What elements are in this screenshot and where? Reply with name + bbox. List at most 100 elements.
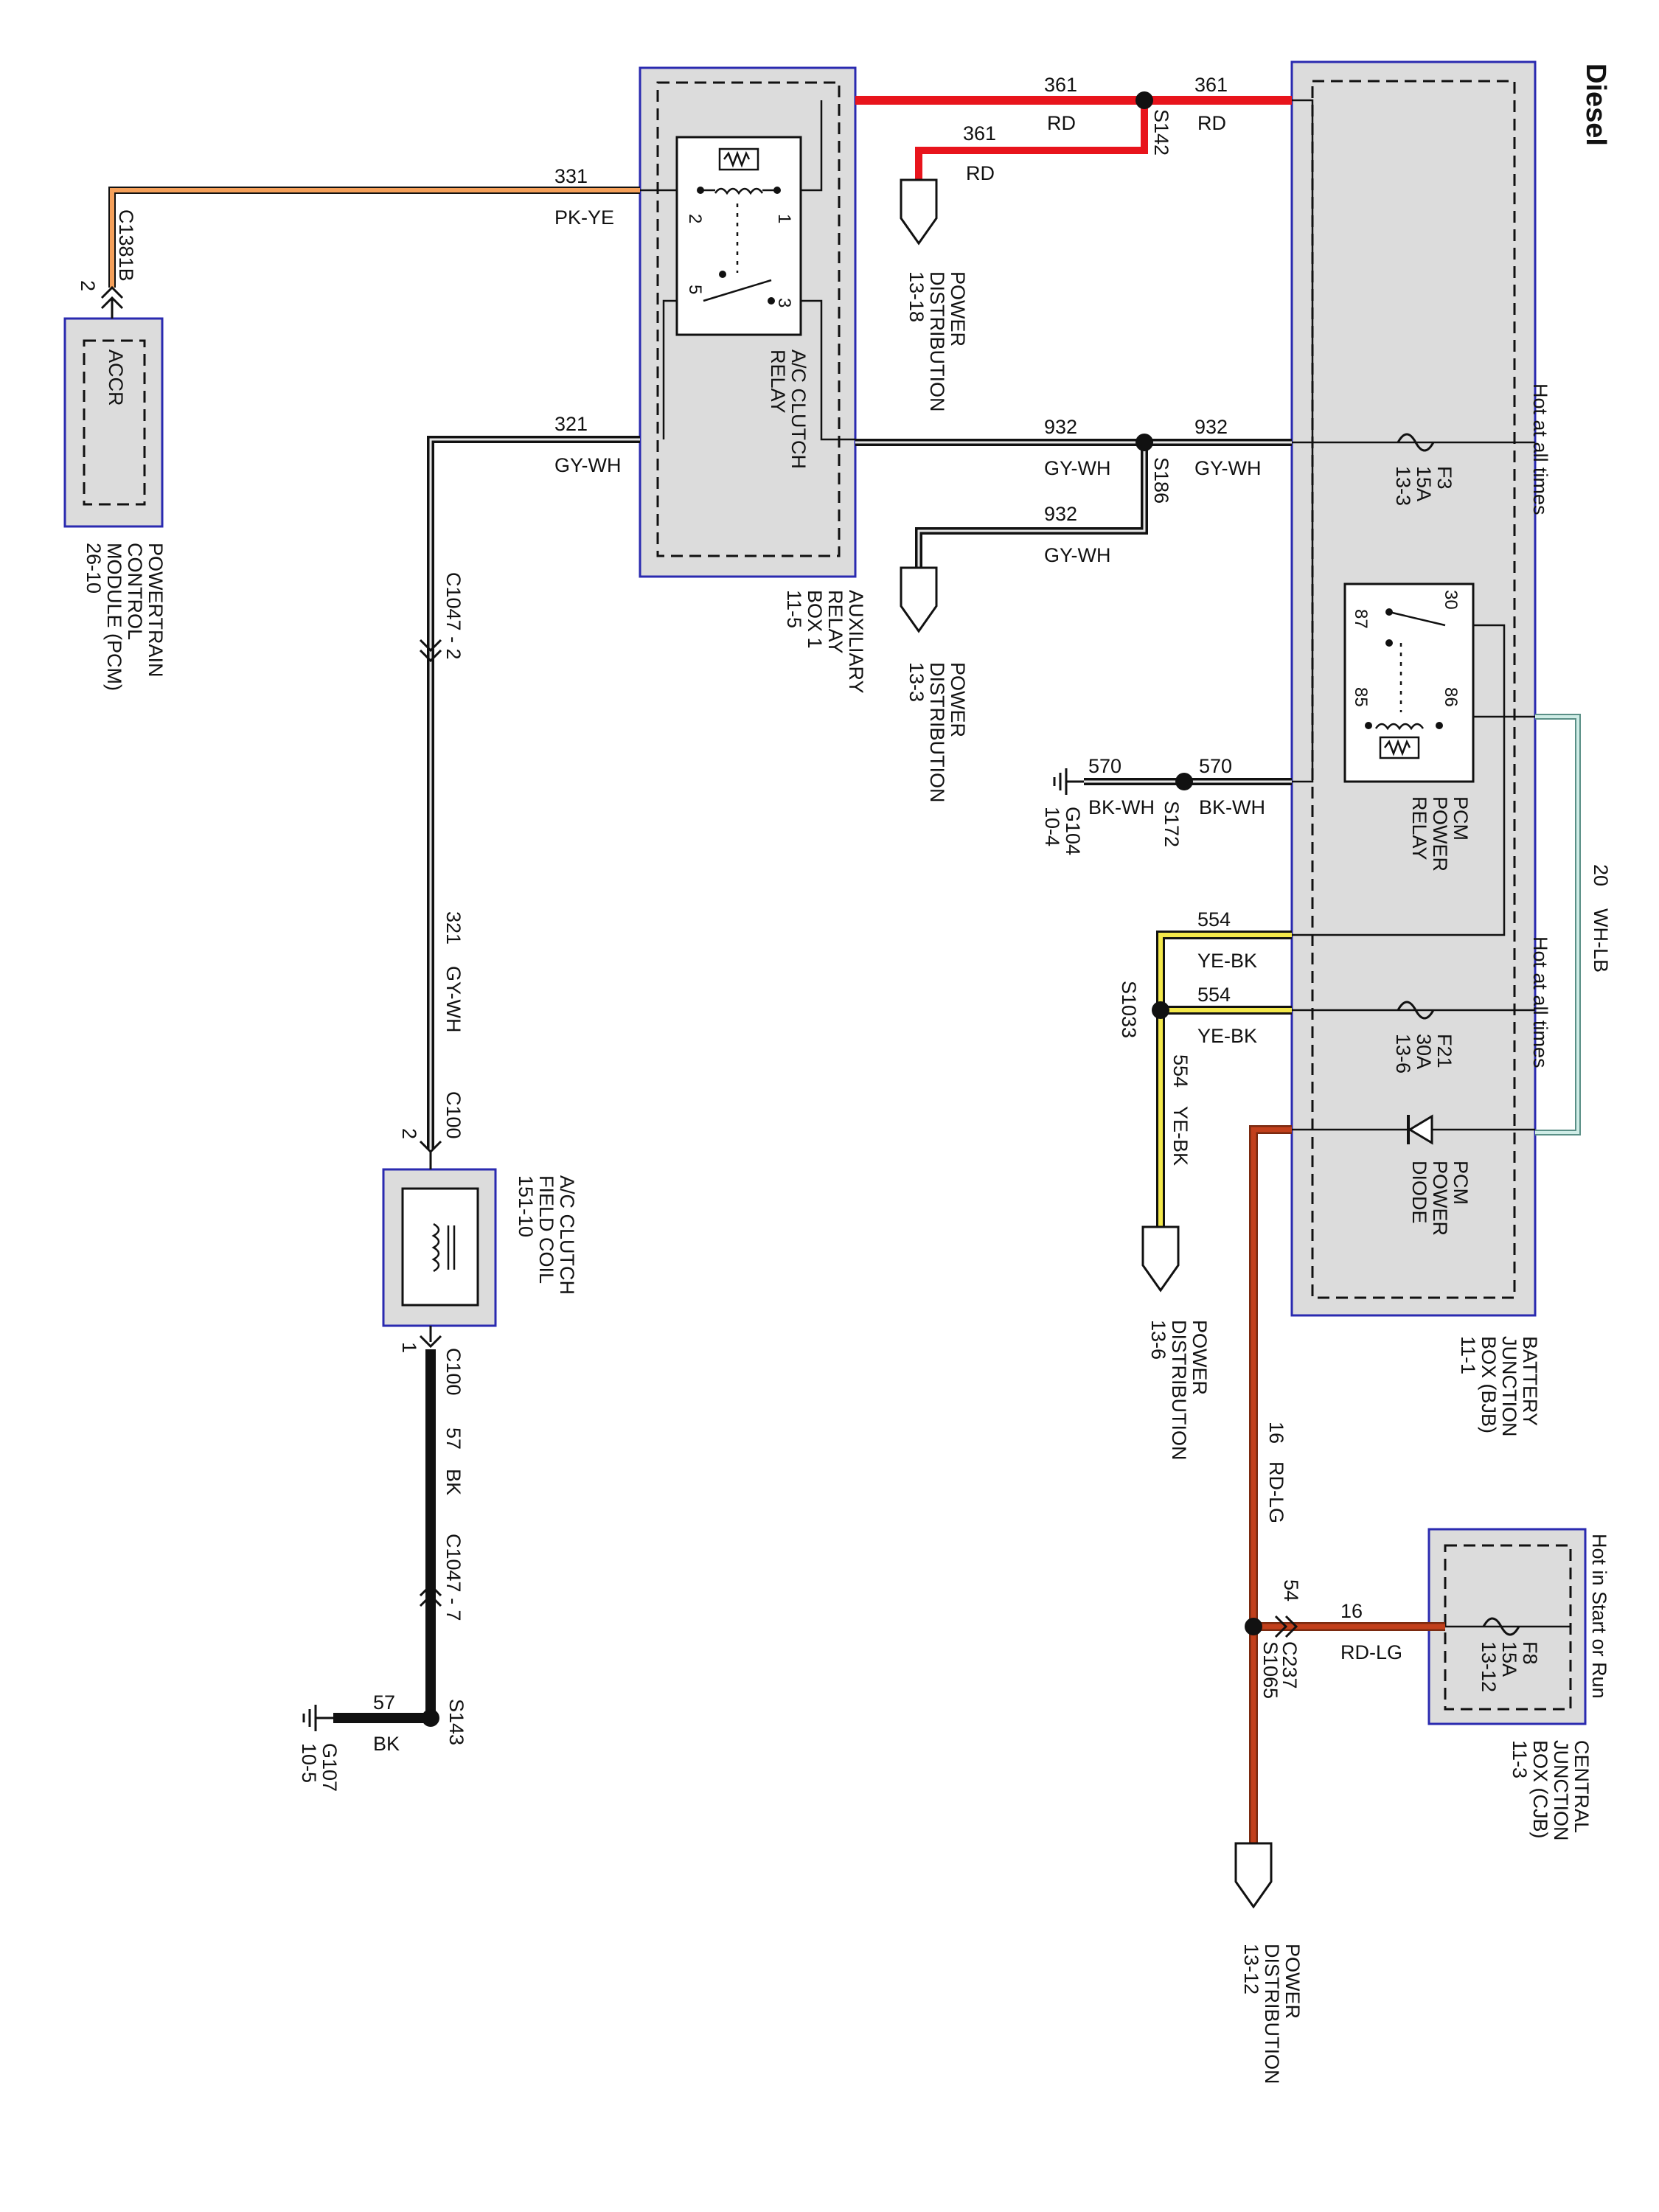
svg-text:13-6: 13-6 [1147, 1320, 1169, 1360]
svg-text:CONTROL: CONTROL [124, 543, 146, 640]
pcm-relay-pin-85: 85 [1351, 687, 1371, 707]
splice-s142 [1135, 91, 1153, 109]
wire-361c-color: RD [966, 162, 995, 184]
svg-text:15A: 15A [1413, 466, 1435, 501]
splice-s1065-label: S1065 [1259, 1641, 1281, 1699]
power-dist-13-18-label: POWER DISTRIBUTION 13-18 [905, 271, 969, 412]
svg-text:A/C CLUTCH: A/C CLUTCH [556, 1175, 578, 1295]
pcm-relay-pin-86: 86 [1441, 687, 1461, 707]
connector-c1381b-label: C1381B [115, 209, 137, 282]
wire-570b-number: 570 [1199, 755, 1232, 777]
svg-text:JUNCTION: JUNCTION [1550, 1740, 1572, 1841]
ac-relay-pin-1: 1 [774, 214, 794, 223]
wire-932 [855, 439, 1292, 568]
cjb-label: CENTRAL JUNCTION BOX (CJB) 11-3 [1509, 1740, 1593, 1841]
connector-c100-top-mark [419, 1140, 442, 1169]
fuse-f3 [1397, 433, 1435, 452]
power-dist-13-18-arrow [900, 178, 938, 246]
svg-text:13-3: 13-3 [905, 662, 928, 702]
wire-57h-color: BK [373, 1733, 400, 1755]
wire-570b-color: BK-WH [1199, 796, 1265, 818]
wire-361 [855, 96, 1292, 180]
wire-16 [1249, 1125, 1445, 1843]
pcm-relay-pin-87: 87 [1351, 609, 1371, 629]
wire-16v-number: 16 [1265, 1422, 1287, 1444]
wire-570a-number: 570 [1088, 755, 1121, 777]
splice-s142-label: S142 [1150, 109, 1172, 156]
svg-text:30A: 30A [1413, 1034, 1435, 1069]
svg-text:DISTRIBUTION: DISTRIBUTION [1168, 1320, 1190, 1461]
field-coil-box [382, 1168, 497, 1327]
field-coil-label: A/C CLUTCH FIELD COIL 151-10 [515, 1175, 578, 1295]
power-dist-13-6-arrow [1141, 1225, 1180, 1293]
splice-s1033 [1152, 1001, 1169, 1019]
svg-text:10-5: 10-5 [298, 1743, 320, 1783]
svg-text:POWER: POWER [1429, 796, 1451, 872]
connector-c1047-7-label: C1047 - 7 [442, 1534, 465, 1621]
wire-20-number: 20 [1590, 864, 1612, 886]
connector-c100-top-pin: 2 [398, 1128, 420, 1139]
wire-321v-number: 321 [442, 911, 465, 945]
svg-text:MODULE (PCM): MODULE (PCM) [103, 543, 125, 691]
power-dist-13-12-arrow [1234, 1842, 1273, 1909]
power-dist-13-12-label: POWER DISTRIBUTION 13-12 [1240, 1944, 1304, 2084]
ac-relay-pin-5: 5 [685, 285, 705, 294]
svg-text:10-4: 10-4 [1041, 807, 1063, 846]
svg-text:13-12: 13-12 [1240, 1944, 1262, 1994]
svg-text:RELAY: RELAY [1408, 796, 1430, 860]
wire-331-number: 331 [554, 165, 588, 187]
wire-361b-number: 361 [1194, 74, 1228, 96]
pcm-power-relay-label: PCM POWER RELAY [1408, 796, 1472, 872]
wire-331 [108, 187, 640, 288]
pcm-power-diode [1407, 1114, 1433, 1145]
svg-text:PCM: PCM [1450, 1161, 1472, 1205]
svg-text:13-18: 13-18 [905, 271, 928, 322]
pcm-power-diode-label: PCM POWER DIODE [1408, 1161, 1472, 1236]
wire-554a-color: YE-BK [1197, 950, 1257, 972]
connector-c1047-7-mark [419, 1583, 442, 1607]
svg-text:JUNCTION: JUNCTION [1498, 1336, 1520, 1437]
svg-text:11-5: 11-5 [783, 590, 805, 628]
pcm-name-label: POWERTRAIN CONTROL MODULE (PCM) 26-10 [83, 543, 167, 691]
connector-c1381b-pin: 2 [77, 280, 99, 291]
ac-clutch-relay: 2 1 5 3 [675, 136, 802, 336]
splice-s186-label: S186 [1150, 457, 1172, 504]
wire-361a-number: 361 [1044, 74, 1077, 96]
svg-text:BOX 1: BOX 1 [804, 590, 826, 649]
ground-g107-label: G107 10-5 [298, 1743, 341, 1792]
wire-321-color: GY-WH [554, 454, 622, 476]
svg-text:11-3: 11-3 [1509, 1740, 1531, 1778]
wire-321 [427, 436, 640, 1149]
wire-57v-number: 57 [442, 1427, 465, 1450]
ac-relay-pin-3: 3 [774, 298, 794, 307]
wire-321-number: 321 [554, 413, 588, 435]
connector-c100-bot-pin: 1 [398, 1342, 420, 1353]
connector-c1047-2-label: C1047 - 2 [442, 572, 465, 660]
wire-554a-number: 554 [1197, 908, 1231, 931]
svg-text:RELAY: RELAY [767, 349, 789, 414]
pcm-power-relay: 30 87 85 86 [1343, 582, 1475, 783]
ac-clutch-relay-label: A/C CLUTCH RELAY [767, 349, 810, 469]
splice-s186 [1135, 434, 1153, 451]
splice-s1033-label: S1033 [1118, 981, 1140, 1038]
ground-g107 [302, 1705, 333, 1731]
ground-g104-label: G104 10-4 [1041, 807, 1084, 855]
splice-s143-label: S143 [445, 1699, 467, 1745]
svg-text:A/C CLUTCH: A/C CLUTCH [787, 349, 810, 469]
connector-c1047-2-mark [419, 639, 442, 663]
note-hot-at-all-times-2: Hot at all times [1529, 936, 1551, 1068]
wire-57v-color: BK [442, 1469, 465, 1495]
pcm-inner-label: ACCR [105, 349, 127, 406]
splice-s1065 [1245, 1618, 1262, 1635]
svg-text:F3: F3 [1433, 466, 1455, 490]
svg-text:DISTRIBUTION: DISTRIBUTION [926, 662, 948, 803]
svg-text:13-12: 13-12 [1478, 1641, 1500, 1692]
wire-932a-color: GY-WH [1044, 457, 1111, 479]
svg-text:BOX (CJB): BOX (CJB) [1529, 1740, 1551, 1839]
svg-text:F21: F21 [1433, 1034, 1455, 1068]
splice-s172 [1175, 773, 1193, 790]
wire-361a-color: RD [1047, 112, 1076, 134]
power-dist-13-3-arrow [900, 566, 938, 633]
wire-16h-number: 16 [1340, 1600, 1363, 1622]
